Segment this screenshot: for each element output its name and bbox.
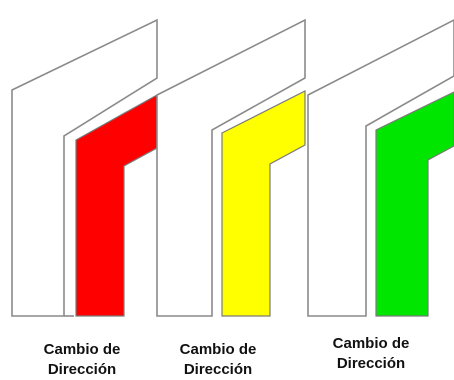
- caption-3-line-1: Cambio de: [332, 335, 410, 352]
- panel-1-signal: [75, 93, 158, 317]
- caption-2: Cambio de Dirección: [158, 340, 278, 380]
- caption-2-line-2: Dirección: [183, 361, 253, 378]
- caption-3-line-2: Dirección: [336, 355, 406, 372]
- caption-1-line-2: Dirección: [47, 361, 117, 378]
- panel-2-signal: [221, 90, 306, 317]
- panel-1-frame: [11, 18, 158, 317]
- caption-1-line-1: Cambio de: [43, 341, 121, 358]
- panel-2: [156, 18, 306, 317]
- panel-1: [11, 18, 158, 317]
- panel-3-frame: [307, 19, 454, 317]
- caption-2-line-1: Cambio de: [179, 341, 257, 358]
- panel-2-frame: [156, 18, 306, 317]
- panel-3: [307, 19, 454, 317]
- caption-3: Cambio de Dirección: [306, 334, 436, 374]
- caption-1: Cambio de Dirección: [22, 340, 142, 380]
- panel-3-signal: [375, 91, 454, 317]
